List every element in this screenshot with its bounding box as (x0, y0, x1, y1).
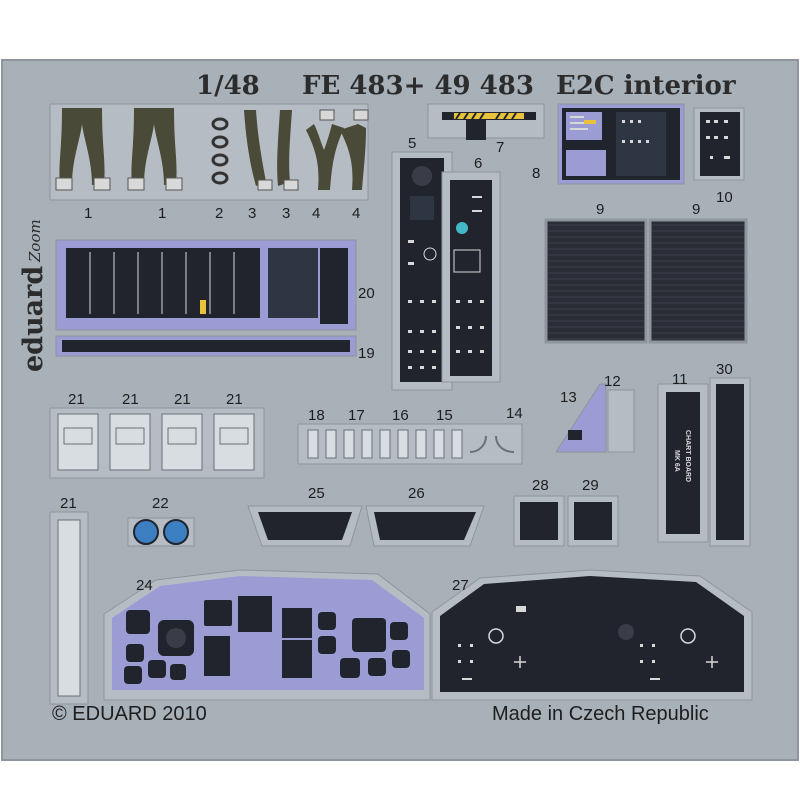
part-4-crotch-straps (306, 109, 369, 190)
part-number: 9 (596, 201, 604, 218)
part-number: 15 (436, 407, 453, 424)
part-number: 24 (136, 577, 153, 594)
part-number: 3 (248, 205, 256, 222)
part-number: 25 (308, 485, 325, 502)
product-name: E2C interior (556, 71, 736, 101)
chart-board-line2: CHART BOARD (684, 430, 691, 482)
part-number: 7 (496, 139, 504, 156)
part-number: 1 (158, 205, 166, 222)
part-number: 1 (84, 205, 92, 222)
part-number: 5 (408, 135, 416, 152)
part-number: 18 (308, 407, 325, 424)
part-number: 29 (582, 477, 599, 494)
part-12-strip (607, 389, 635, 453)
part-1-shoulder-harness-a (55, 108, 111, 191)
scale-label: 1/48 (196, 71, 260, 101)
part-number: 21 (122, 391, 139, 408)
chart-board-line1: MK 6A (673, 450, 680, 472)
part-number: 9 (692, 201, 700, 218)
part-21-seat-a (57, 413, 99, 471)
part-number: 6 (474, 155, 482, 172)
part-number: 21 (60, 495, 77, 512)
part-number: 14 (506, 405, 523, 422)
part-9-ribbed-panel-b (648, 218, 748, 344)
part-21-seat-d (213, 413, 255, 471)
part-number: 3 (282, 205, 290, 222)
part-number: 22 (152, 495, 169, 512)
part-number: 10 (716, 189, 733, 206)
part-number: 17 (348, 407, 365, 424)
part-3-lap-belts (244, 110, 299, 191)
part-number: 20 (358, 285, 375, 302)
part-1-shoulder-harness-b (127, 108, 183, 191)
product-code: FE 483+ 49 483 (302, 71, 534, 101)
part-number: 4 (352, 205, 360, 222)
part-number: 4 (312, 205, 320, 222)
origin-text: Made in Czech Republic (492, 703, 709, 725)
part-22-dial-a (133, 519, 159, 545)
part-number: 8 (532, 165, 540, 182)
part-number: 11 (672, 371, 688, 388)
part-number: 26 (408, 485, 425, 502)
part-number: 13 (560, 389, 577, 406)
part-number: 21 (68, 391, 85, 408)
part-number: 16 (392, 407, 409, 424)
part-number: 21 (226, 391, 243, 408)
part-number: 28 (532, 477, 549, 494)
part-21-seat-c (161, 413, 203, 471)
part-21-seat-b (109, 413, 151, 471)
part-number-labels: 1 1 2 3 3 4 4 5 6 7 8 9 9 10 11 12 13 14… (60, 135, 733, 594)
part-2-buckles (211, 117, 229, 185)
part-22-dial-b (163, 519, 189, 545)
part-number: 2 (215, 205, 223, 222)
part-number: 30 (716, 361, 733, 378)
brand-logo: eduard (18, 266, 49, 372)
part-number: 19 (358, 345, 375, 362)
copyright-text: © EDUARD 2010 (52, 703, 207, 725)
part-number: 12 (604, 373, 621, 390)
part-number: 21 (174, 391, 191, 408)
part-9-ribbed-panel-a (544, 218, 648, 344)
brand-zoom: Zoom (26, 219, 44, 263)
part-number: 27 (452, 577, 469, 594)
